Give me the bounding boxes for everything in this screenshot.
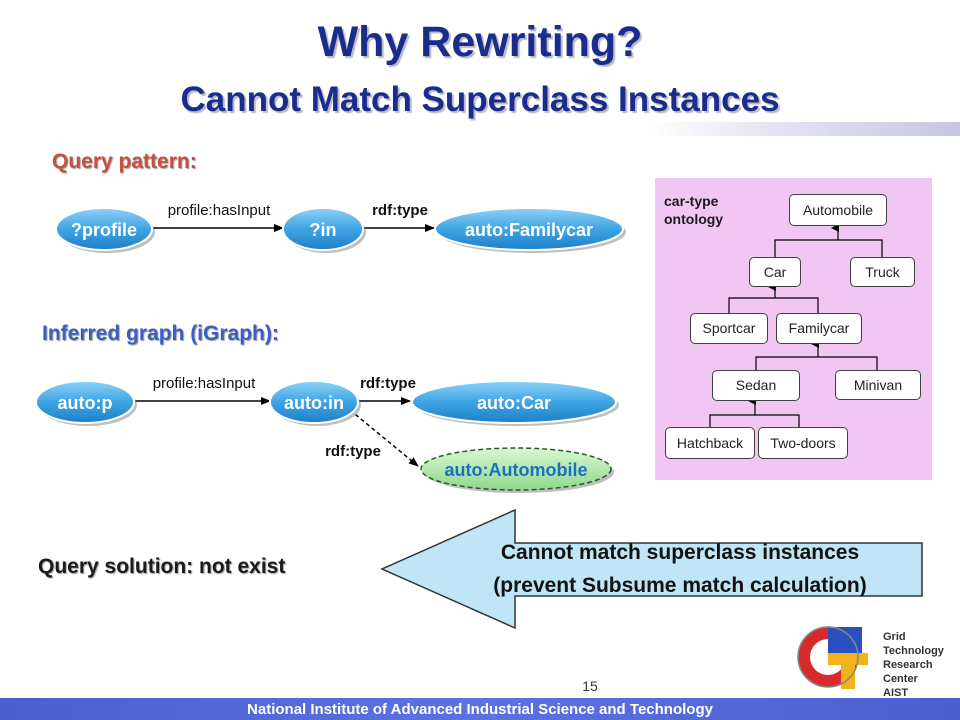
ontology-node-two-doors-label: Two-doors <box>770 435 836 451</box>
ontology-node-sportcar: Sportcar <box>690 313 768 344</box>
igraph-edge-type-automobile-label: rdf:type <box>325 443 381 460</box>
slide-subtitle: Cannot Match Superclass Instances <box>180 80 780 119</box>
igraph-node-car: auto:Car <box>411 380 619 426</box>
query-node-profile-label: ?profile <box>71 220 137 240</box>
ontology-node-automobile: Automobile <box>789 194 887 226</box>
ontology-tree-lines <box>709 224 883 428</box>
title-accent-bar <box>650 122 960 136</box>
query-pattern-graph: ?profile ?in auto:Familycar profile:hasI… <box>55 202 626 253</box>
query-pattern-heading: Query pattern: <box>52 150 197 173</box>
ontology-node-minivan: Minivan <box>835 370 921 400</box>
ontology-node-sportcar-label: Sportcar <box>702 320 756 336</box>
query-node-familycar-label: auto:Familycar <box>465 220 593 240</box>
igraph-edge-type-automobile <box>349 409 419 467</box>
ontology-node-familycar-label: Familycar <box>788 320 850 336</box>
igraph-node-automobile-label: auto:Automobile <box>445 460 588 480</box>
query-node-in: ?in <box>282 207 366 253</box>
ontology-label: car-type ontology <box>664 193 724 227</box>
callout-arrow <box>380 508 923 630</box>
igraph-edge-type-car-label: rdf:type <box>360 375 416 392</box>
igraph-node-automobile: auto:Automobile <box>420 447 614 493</box>
gtrc-logo-text: Grid Technology Research Center AIST <box>883 631 944 699</box>
ontology-node-familycar: Familycar <box>776 313 862 344</box>
ontology-node-two-doors: Two-doors <box>758 427 848 459</box>
igraph-node-p-label: auto:p <box>58 393 113 413</box>
query-node-familycar: auto:Familycar <box>434 207 626 253</box>
ontology-node-car-label: Car <box>763 264 787 280</box>
callout-line-1: Cannot match superclass instances <box>500 541 860 564</box>
igraph-node-car-label: auto:Car <box>477 393 551 413</box>
page-number: 15 <box>582 678 598 694</box>
ontology-node-truck-label: Truck <box>865 264 900 280</box>
ontology-node-hatchback: Hatchback <box>665 427 755 459</box>
callout-line-2: (prevent Subsume match calculation) <box>493 574 867 597</box>
ontology-node-minivan-label: Minivan <box>853 377 903 393</box>
ontology-node-automobile-label: Automobile <box>802 202 874 218</box>
query-node-in-label: ?in <box>310 220 337 240</box>
igraph-node-in-label: auto:in <box>284 393 344 413</box>
gtrc-logo-icon <box>783 617 883 697</box>
query-solution-text: Query solution: not exist <box>38 555 286 578</box>
query-node-profile: ?profile <box>55 207 155 253</box>
ontology-node-car: Car <box>749 257 801 287</box>
inferred-graph-heading: Inferred graph (iGraph): <box>42 322 279 345</box>
igraph-edge-hasinput-label: profile:hasInput <box>153 375 256 392</box>
ontology-node-truck: Truck <box>850 257 915 287</box>
igraph-node-p: auto:p <box>35 380 137 426</box>
query-edge-hasinput-label: profile:hasInput <box>168 202 271 219</box>
ontology-node-hatchback-label: Hatchback <box>676 435 744 451</box>
footer-organization: National Institute of Advanced Industria… <box>247 701 713 718</box>
igraph-node-in: auto:in <box>269 380 361 426</box>
slide-title: Why Rewriting? <box>317 18 643 66</box>
query-edge-type-label: rdf:type <box>372 202 428 219</box>
inferred-graph: auto:p auto:in auto:Car auto:Automobile … <box>35 375 619 493</box>
footer-bar <box>0 698 960 720</box>
ontology-node-sedan: Sedan <box>712 370 800 401</box>
ontology-node-sedan-label: Sedan <box>735 377 777 393</box>
